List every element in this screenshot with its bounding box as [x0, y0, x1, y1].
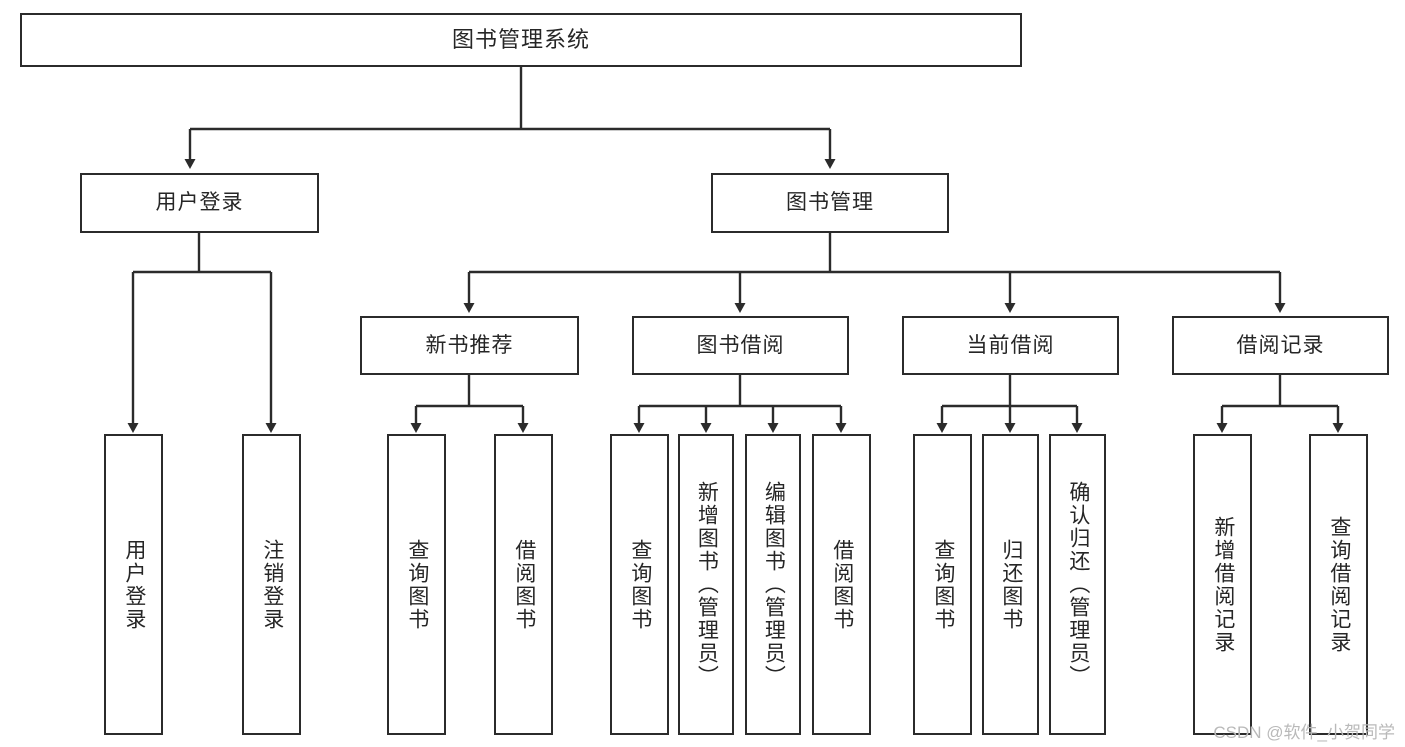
- leaf-current-borrow-confirm[interactable]: 确认归还（管理员）: [1049, 434, 1106, 735]
- node-book-manage[interactable]: 图书管理: [711, 173, 949, 233]
- leaf-new-book-query[interactable]: 查询图书: [387, 434, 446, 735]
- leaf-label: 查询图书: [405, 538, 429, 631]
- node-root[interactable]: 图书管理系统: [20, 13, 1022, 67]
- node-current-borrow[interactable]: 当前借阅: [902, 316, 1119, 375]
- watermark: CSDN @软件_小贺同学: [1213, 723, 1395, 742]
- leaf-user-login-login[interactable]: 用户登录: [104, 434, 163, 735]
- leaf-label: 确认归还（管理员）: [1066, 481, 1090, 688]
- node-root-label: 图书管理系统: [451, 26, 590, 52]
- node-book-borrow[interactable]: 图书借阅: [632, 316, 849, 375]
- leaf-book-borrow-edit[interactable]: 编辑图书（管理员）: [745, 434, 801, 735]
- leaf-label: 归还图书: [999, 538, 1023, 631]
- leaf-label: 新增图书（管理员）: [695, 481, 719, 688]
- leaf-book-borrow-add[interactable]: 新增图书（管理员）: [678, 434, 734, 735]
- node-borrow-record-label: 借阅记录: [1236, 333, 1325, 357]
- leaf-borrow-record-query[interactable]: 查询借阅记录: [1309, 434, 1368, 735]
- node-current-borrow-label: 当前借阅: [966, 333, 1055, 357]
- leaf-label: 查询借阅记录: [1327, 515, 1351, 654]
- leaf-label: 编辑图书（管理员）: [762, 481, 786, 688]
- node-borrow-record[interactable]: 借阅记录: [1172, 316, 1389, 375]
- leaf-new-book-borrow[interactable]: 借阅图书: [494, 434, 553, 735]
- leaf-label: 用户登录: [122, 538, 146, 631]
- node-book-borrow-label: 图书借阅: [696, 333, 785, 357]
- leaf-label: 查询图书: [628, 538, 652, 631]
- leaf-label: 注销登录: [260, 538, 284, 631]
- leaf-label: 借阅图书: [830, 538, 854, 631]
- leaf-book-borrow-borrow[interactable]: 借阅图书: [812, 434, 871, 735]
- leaf-label: 查询图书: [931, 538, 955, 631]
- leaf-label: 借阅图书: [512, 538, 536, 631]
- leaf-book-borrow-query[interactable]: 查询图书: [610, 434, 669, 735]
- leaf-current-borrow-query[interactable]: 查询图书: [913, 434, 972, 735]
- node-book-manage-label: 图书管理: [786, 191, 874, 215]
- leaf-label: 新增借阅记录: [1211, 515, 1235, 654]
- node-new-book[interactable]: 新书推荐: [360, 316, 579, 375]
- node-user-login[interactable]: 用户登录: [80, 173, 319, 233]
- leaf-borrow-record-add[interactable]: 新增借阅记录: [1193, 434, 1252, 735]
- leaf-user-login-logout[interactable]: 注销登录: [242, 434, 301, 735]
- leaf-current-borrow-return[interactable]: 归还图书: [982, 434, 1039, 735]
- node-new-book-label: 新书推荐: [425, 333, 514, 357]
- node-user-login-label: 用户登录: [155, 191, 244, 215]
